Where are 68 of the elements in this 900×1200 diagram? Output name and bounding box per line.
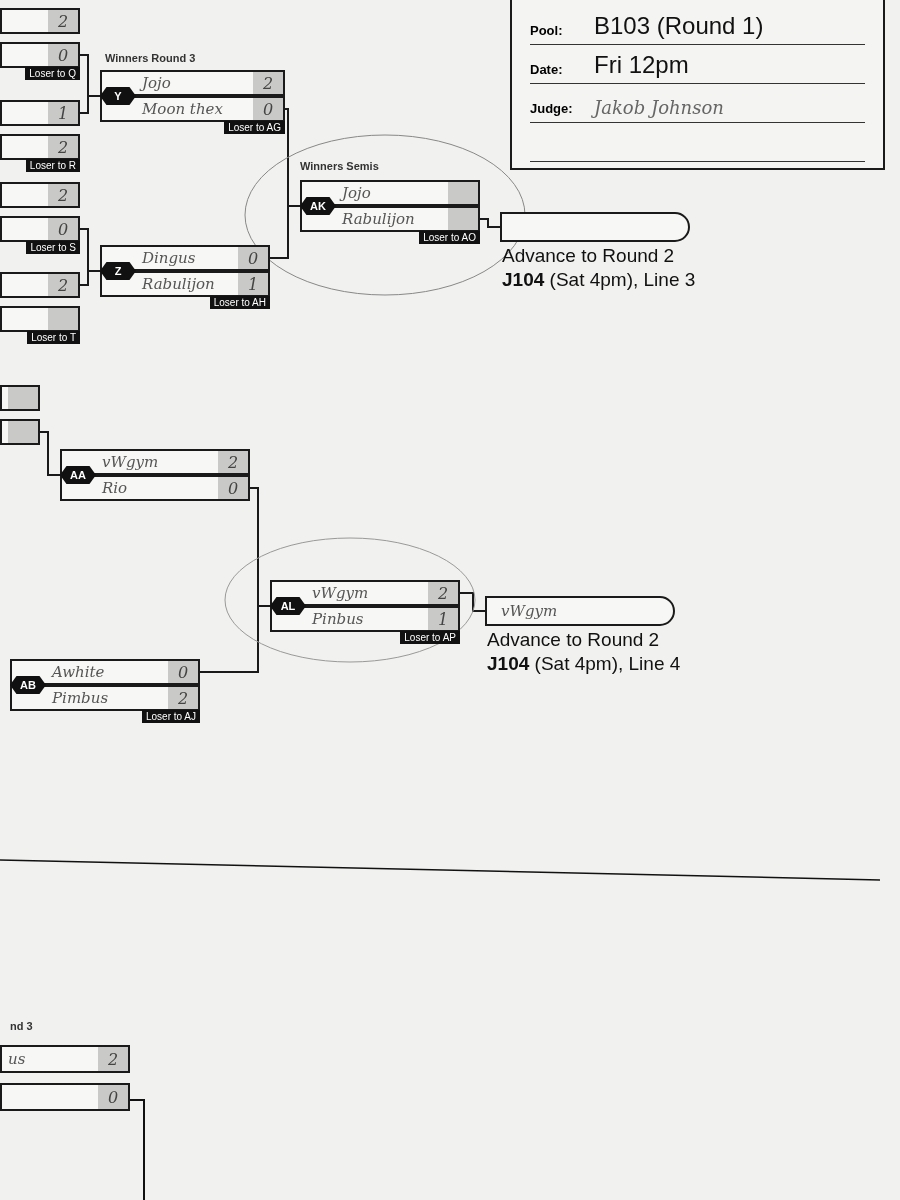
bracket-line: [479, 218, 501, 228]
advance-note: Advance to Round 2: [502, 244, 676, 268]
bracket-line: [39, 431, 61, 476]
score-box: 2: [168, 687, 198, 709]
player-name: Rabulijon: [341, 210, 416, 228]
advance-note: Advance to Round 2: [487, 628, 661, 652]
score-box: 2: [428, 582, 458, 604]
loser-tag: Loser to AH: [209, 296, 270, 309]
player-name: Rio: [101, 479, 129, 497]
score-box: 2: [48, 10, 78, 32]
score-box: 2: [98, 1047, 128, 1071]
player-slot: [0, 1045, 130, 1073]
loser-tag: Loser to AO: [419, 231, 480, 244]
round-heading: nd 3: [10, 1020, 33, 1032]
field-value: B103 (Round 1): [594, 12, 764, 41]
score-box: 2: [48, 184, 78, 206]
bracket-line: [79, 95, 101, 114]
player-slot: [0, 1083, 130, 1111]
player-slot: [0, 419, 40, 445]
info-panel: [510, 0, 885, 170]
score-box: 0: [168, 661, 198, 683]
player-slot: [0, 182, 80, 208]
loser-tag: Loser to S: [26, 241, 80, 254]
loser-tag: Loser to R: [25, 159, 80, 172]
bracket-line: [199, 605, 271, 673]
score-box: 2: [48, 274, 78, 296]
player-slot: [0, 385, 40, 411]
loser-tag: Loser to Q: [25, 67, 80, 80]
advance-note: J104 (Sat 4pm), Line 3: [502, 267, 697, 292]
player-name: Pinbus: [311, 610, 365, 628]
advance-note: J104 (Sat 4pm), Line 4: [487, 651, 682, 676]
bracket-line: [79, 270, 101, 286]
round-heading: Winners Round 3: [105, 52, 196, 64]
player-name: Pimbus: [51, 689, 110, 707]
player-slot: [0, 100, 80, 126]
score-box: 1: [48, 102, 78, 124]
round-heading: Winners Semis: [300, 160, 379, 172]
score-box: 2: [253, 72, 283, 94]
player-slot: [0, 8, 80, 34]
loser-tag: Loser to AP: [400, 631, 460, 644]
field-label: Judge:: [530, 101, 574, 118]
field-label: Pool:: [530, 23, 564, 40]
player-name: us: [7, 1050, 27, 1068]
score-box: 0: [238, 247, 268, 269]
player-name: Moon thex: [141, 100, 224, 118]
player-slot: [0, 272, 80, 298]
score-box: 2: [218, 451, 248, 473]
player-name: vWgym: [101, 453, 160, 471]
score-box: 0: [48, 218, 78, 240]
score-box: 0: [98, 1085, 128, 1109]
score-box: 0: [253, 98, 283, 120]
field-value: Fri 12pm: [594, 51, 689, 80]
loser-tag: Loser to AG: [224, 121, 285, 134]
player-name: vWgym: [500, 602, 559, 620]
player-name: Dingus: [141, 249, 197, 267]
bracket-line: [459, 592, 486, 612]
player-name: vWgym: [311, 584, 370, 602]
score-box: 0: [48, 44, 78, 66]
score-box: 2: [48, 136, 78, 158]
loser-tag: Loser to AJ: [141, 710, 200, 723]
field-label: Date:: [530, 62, 564, 79]
bracket-line: [269, 205, 301, 259]
score-box: 1: [238, 273, 268, 295]
player-name: Rabulijon: [141, 275, 216, 293]
score-box: 0: [218, 477, 248, 499]
score-box: 1: [428, 608, 458, 630]
loser-tag: Loser to T: [27, 331, 80, 344]
player-name: Awhite: [50, 663, 106, 681]
